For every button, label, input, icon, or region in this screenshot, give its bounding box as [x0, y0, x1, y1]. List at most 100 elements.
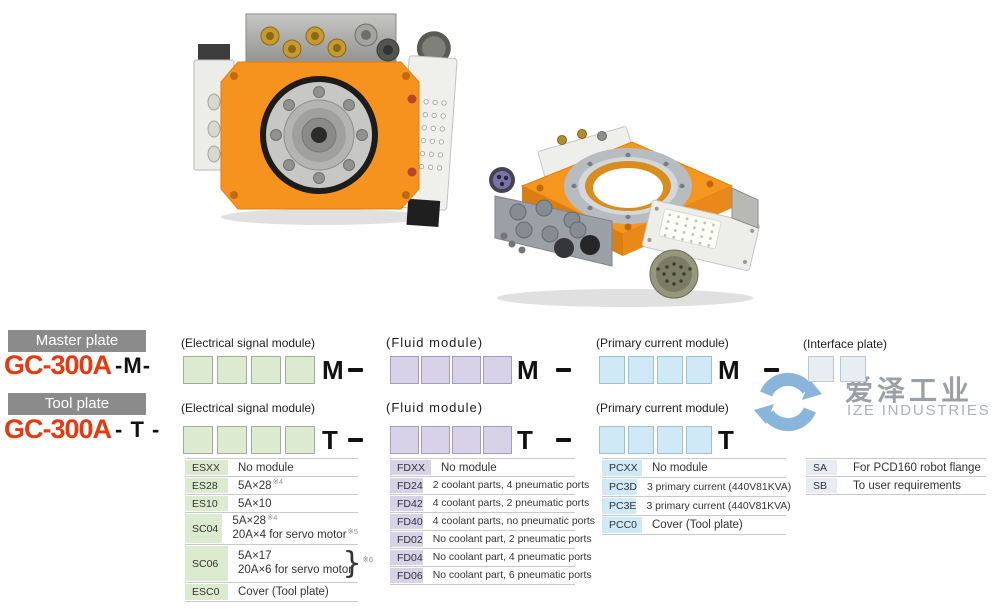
code-cell: SC06 — [185, 546, 228, 581]
desc-cell: No module — [441, 461, 497, 474]
table-row: FD40 4 coolant parts, no pneumatic ports — [390, 513, 595, 531]
code-cell: SC04 — [185, 514, 223, 543]
desc-cell: Cover (Tool plate) — [652, 519, 743, 531]
code-slot — [452, 356, 481, 384]
master-model-code: GC-300A — [4, 350, 112, 380]
master-primary-slots: M — [599, 356, 740, 384]
tool-slot-letter: T — [517, 425, 533, 455]
master-fluid-slots: M — [390, 356, 539, 384]
code-slot — [183, 356, 213, 384]
code-cell: ESXX — [185, 460, 228, 475]
code-slot — [251, 426, 281, 454]
desc-cell: To user requirements — [853, 479, 962, 492]
code-slot — [183, 426, 213, 454]
primary-current-module-table: PCXX No module PC3D 3 primary current (4… — [602, 458, 791, 535]
footnote-mark: ※4 — [272, 477, 284, 486]
table-row: FD02 No coolant part, 2 pneumatic ports — [390, 531, 592, 549]
master-plate-tag: Master plate — [8, 330, 146, 352]
code-slot — [285, 356, 315, 384]
fluid-module-table: FDXX No module FD24 2 coolant parts, 4 p… — [390, 458, 595, 585]
code-slot — [628, 426, 654, 454]
desc-cell: 3 primary current (440V81KVA) — [647, 481, 792, 493]
dash-separator — [348, 438, 363, 442]
fluid-module-label-master: (Fluid module) — [386, 335, 484, 350]
desc-cell: 5A×17 20A×6 for servo motor — [238, 550, 353, 576]
table-row: SA For PCD160 robot flange — [806, 459, 986, 477]
code-slot — [686, 426, 712, 454]
table-row: SC04 5A×28※4 20A×4 for servo motor※5 — [185, 513, 358, 545]
primary-module-label-tool: (Primary current module) — [596, 401, 729, 415]
code-slot — [599, 426, 625, 454]
code-cell: FD06 — [390, 568, 423, 583]
code-slot — [390, 356, 419, 384]
master-code-suffix: -M- — [115, 352, 152, 378]
desc-cell: 2 coolant parts, 4 pneumatic ports — [432, 480, 590, 491]
tool-slot-letter: T — [718, 425, 734, 455]
code-slot — [483, 426, 512, 454]
code-slot — [657, 356, 683, 384]
table-row: ESXX No module — [185, 459, 358, 477]
desc-cell: No coolant part, 6 pneumatic ports — [432, 570, 592, 581]
electrical-module-label-master: (Electrical signal module) — [181, 336, 316, 350]
code-cell: PCC0 — [602, 517, 642, 533]
code-cell: ES28 — [185, 478, 228, 493]
table-row: PCC0 Cover (Tool plate) — [602, 516, 786, 535]
electrical-module-label-tool: (Electrical signal module) — [181, 401, 316, 415]
table-row: SB To user requirements — [806, 477, 986, 495]
tool-primary-slots: T — [599, 426, 734, 454]
desc-cell: Cover (Tool plate) — [238, 586, 329, 598]
code-slot — [808, 356, 834, 382]
table-row: ESC0 Cover (Tool plate) — [185, 583, 358, 602]
desc-cell: 5A×28※4 20A×4 for servo motor※5 — [232, 513, 358, 541]
code-slot — [452, 426, 481, 454]
master-slot-letter: M — [718, 355, 740, 385]
tool-plate-photo — [489, 126, 760, 307]
master-electrical-slots: M — [183, 356, 344, 384]
dash-separator — [556, 368, 571, 372]
code-slot — [686, 356, 712, 384]
desc-cell: No module — [652, 462, 708, 474]
table-row: ES28 5A×28※4 — [185, 477, 358, 495]
tool-slot-letter: T — [322, 425, 338, 455]
interface-plate-label: (Interface plate) — [803, 337, 888, 351]
code-cell: ESC0 — [185, 584, 228, 600]
interface-plate-slots — [808, 356, 866, 382]
brand-name-english: IZE INDUSTRIES — [847, 402, 991, 419]
table-row: SC06 5A×17 20A×6 for servo motor } ※6 — [185, 545, 373, 583]
desc-cell: 3 primary current (440V81KVA) — [646, 500, 791, 512]
code-slot — [285, 426, 315, 454]
primary-module-label-master: (Primary current module) — [596, 336, 729, 350]
table-row: PCXX No module — [602, 459, 786, 478]
desc-cell: For PCD160 robot flange — [853, 461, 981, 474]
desc-cell: 4 coolant parts, no pneumatic ports — [432, 516, 595, 527]
footnote-mark: ※6 — [362, 555, 373, 564]
tool-code-line: GC-300A - T - — [4, 414, 160, 445]
master-slot-letter: M — [322, 355, 344, 385]
table-row: ES10 5A×10 — [185, 495, 358, 513]
code-slot — [217, 426, 247, 454]
code-slot — [390, 426, 419, 454]
code-cell: FD04 — [390, 550, 423, 565]
tool-fluid-slots: T — [390, 426, 533, 454]
master-plate-photo — [193, 13, 458, 227]
code-slot — [657, 426, 683, 454]
table-row: FD04 No coolant part, 4 pneumatic ports — [390, 549, 592, 567]
table-row: FD06 No coolant part, 6 pneumatic ports — [390, 567, 592, 585]
code-cell: FD02 — [390, 532, 423, 547]
footnote-mark: ※4 — [267, 513, 278, 522]
dash-separator — [556, 438, 571, 442]
tool-electrical-slots: T — [183, 426, 338, 454]
ize-logo-icon — [754, 372, 822, 432]
brace-annotation: } ※6 — [342, 545, 373, 581]
fluid-module-label-tool: (Fluid module) — [386, 400, 484, 415]
code-cell: ES10 — [185, 496, 228, 511]
desc-cell: 5A×10 — [238, 497, 272, 510]
master-slot-letter: M — [517, 355, 539, 385]
footnote-mark: ※5 — [347, 527, 358, 536]
code-slot — [217, 356, 247, 384]
code-slot — [599, 356, 625, 384]
electrical-module-table: ESXX No module ES28 5A×28※4 ES10 5A×10 S… — [185, 458, 373, 602]
code-cell: PC3D — [602, 479, 638, 495]
table-row: FDXX No module — [390, 459, 575, 477]
